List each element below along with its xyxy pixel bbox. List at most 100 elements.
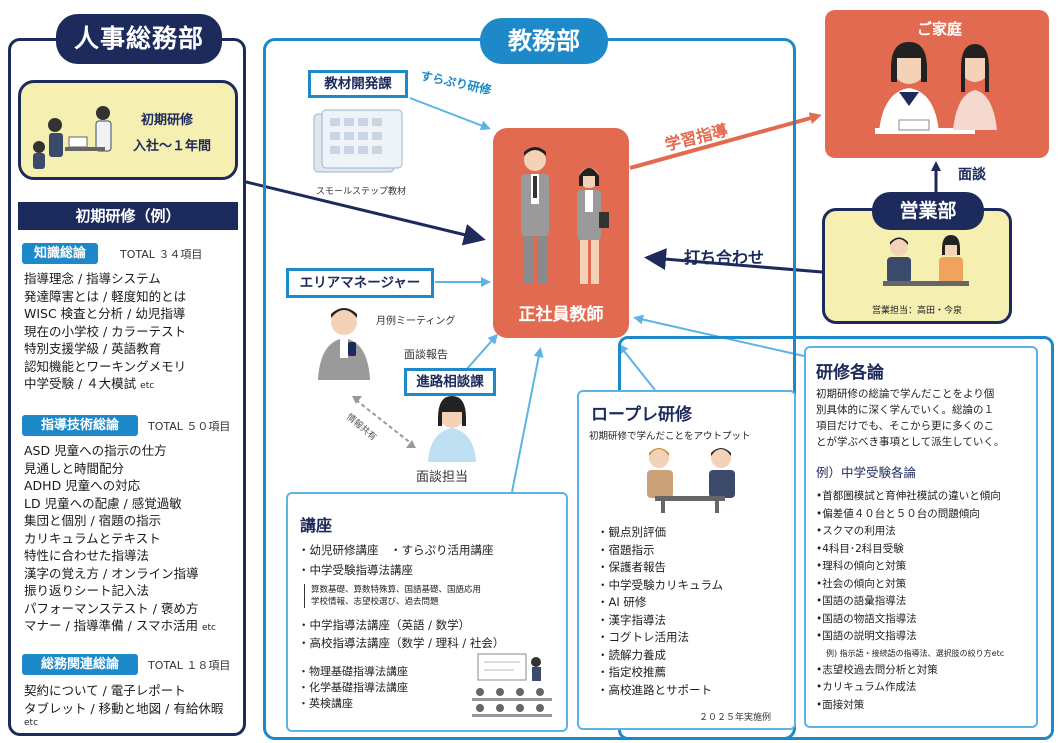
interview-report-label: 面談報告 — [404, 348, 448, 361]
hr-department-title: 人事総務部 — [56, 14, 222, 64]
list-item: ・漢字指導法 — [597, 612, 666, 627]
initial-training-example-heading: 初期研修（例） — [18, 202, 238, 230]
small-step-materials-illustration — [313, 109, 403, 173]
training-specifics-box: 研修各論 初期研修の総論で学んだことをより個 別具体的に深く学んでいく。総論の１… — [804, 346, 1038, 728]
list-item: ・幼児研修講座 ・すらぷり活用講座 — [298, 543, 494, 557]
list-item: ・保護者報告 — [597, 560, 666, 574]
list-item: ・観点別評価 — [597, 525, 666, 539]
section-total-knowledge: TOTAL ３４項目 — [120, 248, 203, 261]
section-tag-technique: 指導技術総論 — [22, 415, 138, 436]
list-item: •国語の語彙指導法 — [816, 595, 907, 607]
arrow-teacher-to-home — [629, 112, 822, 170]
list-item: 指導理念 / 指導システム — [24, 271, 161, 286]
home-family-title: ご家庭 — [917, 20, 963, 38]
list-item: LD 児童への配慮 / 感覚過敏 — [24, 495, 182, 511]
teacher-people-illustration — [521, 147, 609, 284]
roleplay-footer-note: ２０２５年実施例 — [699, 713, 772, 723]
roleplay-training-subtitle: 初期研修で学んだことをアウトプット — [589, 431, 751, 442]
area-manager-illustration — [318, 308, 370, 380]
sales-department-title: 営業部 — [872, 192, 984, 230]
training-specifics-title: 研修各論 — [816, 363, 884, 383]
list-item: 発達障害とは / 軽度知的とは — [24, 288, 187, 304]
parent-child-illustration — [875, 42, 997, 134]
list-item: 見通しと時間配分 — [24, 460, 125, 476]
list-item: •首都圏模試と育伸社模試の違いと傾向 — [816, 490, 1001, 502]
list-item: ・コグトレ活用法 — [597, 630, 689, 644]
education-department-title: 教務部 — [480, 18, 608, 64]
home-interview-label: 面談 — [958, 167, 986, 183]
list-item: ・化学基礎指導法講座 — [298, 681, 408, 694]
list-item: ・中学受験カリキュラム — [597, 577, 724, 592]
list-item: 特別支援学級 / 英語教育 — [24, 341, 162, 356]
list-item: 特性に合わせた指導法 — [24, 548, 150, 563]
meeting-label: 打ち合わせ — [684, 248, 765, 267]
interview-staff-label: 面談担当 — [416, 470, 469, 485]
lecture-list-2: ・中学指導法講座（英語 / 数学） ・高校指導法講座（数学 / 理科 / 社会） — [298, 616, 504, 652]
list-item: パフォーマンステスト / 褒め方 — [24, 600, 199, 616]
list-etc: etc — [24, 718, 39, 728]
list-item: カリキュラムとテキスト — [24, 530, 161, 546]
roleplay-illustration — [647, 448, 735, 513]
exam-specifics-list: •首都圏模試と育伸社模試の違いと傾向 •偏差値４０台と５０台の問題傾向 •スクマ… — [816, 488, 1004, 714]
training-specifics-description: 初期研修の総論で学んだことをより個 別具体的に深く学んでいく。総論の１ 項目だけ… — [816, 388, 1005, 448]
arrow-roleplay-to-teacher — [618, 343, 656, 391]
career-counseling-dept-label: 進路相談課 — [404, 368, 496, 396]
roleplay-training-box: ロープレ研修 初期研修で学んだことをアウトプット ・観点別評価 ・宿題指示 ・保… — [577, 390, 796, 730]
technique-list: ASD 児童への指示の仕方 見通しと時間配分 ADHD 児童への対応 LD 児童… — [24, 442, 216, 638]
list-item: ・宿題指示 — [597, 542, 655, 557]
list-item: ・高校指導法講座（数学 / 理科 / 社会） — [298, 636, 505, 650]
knowledge-list: 指導理念 / 指導システム 発達障害とは / 軽度知的とは WISC 検査と分析… — [24, 270, 186, 396]
list-item: ・英検講座 — [298, 697, 353, 710]
list-item: ・高校進路とサポート — [597, 682, 712, 697]
initial-training-label: 初期研修 — [141, 113, 194, 128]
initial-training-period: 入社〜１年間 — [133, 139, 212, 154]
list-item: •国語の物語文指導法 — [816, 612, 917, 625]
list-item: 現在の小学校 / カラーテスト — [24, 323, 187, 339]
full-time-teacher-label: 正社員教師 — [518, 305, 604, 325]
list-item: 契約について / 電子レポート — [24, 683, 186, 698]
arrow-career-to-teacher — [465, 333, 498, 371]
list-item: ・物理基礎指導法講座 — [298, 665, 408, 678]
arrow-koza-to-teacher — [511, 347, 544, 493]
list-item: 算数基礎、算数特殊算、国語基礎、国語応用 — [311, 585, 482, 595]
list-item: 振り返りシート記入法 — [24, 583, 150, 598]
sales-staff-label: 営業担当：高田・今泉 — [871, 306, 962, 316]
arrow-initial-to-teacher — [237, 178, 486, 246]
list-item: •スクマの利用法 — [816, 525, 896, 537]
full-time-teacher-box: 正社員教師 — [493, 128, 629, 338]
lecture-title: 講座 — [300, 516, 333, 535]
list-item-note: 例) 指示語・接続語の指導法、選択肢の絞り方etc — [826, 648, 1005, 658]
list-item: •国語の説明文指導法 — [816, 630, 917, 642]
list-item: 中学受験 / ４大模試 etc — [24, 376, 155, 391]
list-item: ・読解力養成 — [597, 647, 666, 662]
list-item: •偏差値４０台と５０台の問題傾向 — [816, 507, 980, 520]
monthly-meeting-label: 月例ミーティング — [376, 316, 456, 327]
area-manager-label: エリアマネージャー — [286, 268, 434, 298]
material-dev-dept-label: 教材開発課 — [308, 70, 408, 98]
list-item: •面接対策 — [816, 698, 865, 711]
small-step-materials-caption: スモールステップ教材 — [316, 187, 407, 197]
section-total-general-affairs: TOTAL １８項目 — [148, 659, 231, 672]
list-item: マナー / 指導準備 / スマホ活用 etc — [24, 618, 216, 633]
info-share-dashed-line — [355, 399, 413, 445]
interview-staff-illustration — [428, 396, 476, 462]
list-item: •4科目･2科目受験 — [816, 542, 904, 555]
list-item: 漢字の覚え方 / オンライン指導 — [24, 565, 199, 581]
list-item: ・中学受験指導法講座 — [298, 563, 413, 577]
lecture-box: 講座 ・幼児研修講座 ・すらぷり活用講座 ・中学受験指導法講座 算数基礎、算数特… — [286, 492, 568, 732]
lecture-list-3: ・物理基礎指導法講座 ・化学基礎指導法講座 ・英検講座 — [298, 664, 408, 712]
training-people-illustration — [33, 106, 112, 169]
list-item: ・AI 研修 — [597, 595, 647, 609]
section-total-technique: TOTAL ５０項目 — [148, 420, 231, 433]
list-item: 学校情報、志望校選び、過去問題 — [311, 597, 439, 607]
list-item: •社会の傾向と対策 — [816, 577, 907, 590]
general-affairs-list: 契約について / 電子レポート タブレット / 移動と地図 / 有給休暇 etc — [24, 682, 223, 729]
lecture-list: ・幼児研修講座 ・すらぷり活用講座 ・中学受験指導法講座 — [298, 540, 494, 580]
list-item: 集団と個別 / 宿題の指示 — [24, 513, 162, 528]
section-tag-knowledge: 知識総論 — [22, 243, 98, 264]
list-item: •カリキュラム作成法 — [816, 681, 917, 693]
exam-specifics-title: 例）中学受験各論 — [816, 465, 917, 480]
list-item: WISC 検査と分析 / 幼児指導 — [24, 306, 186, 321]
roleplay-topic-list: ・観点別評価 ・宿題指示 ・保護者報告 ・中学受験カリキュラム ・AI 研修 ・… — [597, 524, 723, 699]
arrow-material-to-teacher — [409, 97, 491, 131]
